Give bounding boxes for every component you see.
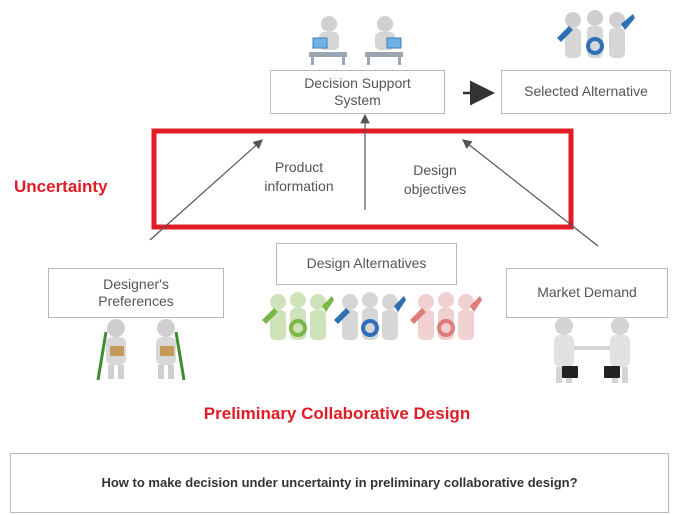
question-box: How to make decision under uncertainty i… <box>10 453 669 513</box>
design-objectives-label: Design objectives <box>403 162 467 197</box>
team-blue-icon <box>334 292 406 340</box>
market-demand-box: Market Demand <box>506 268 668 318</box>
uncertainty-label: Uncertainty <box>14 177 108 196</box>
team-green-icon <box>262 292 334 340</box>
team-tools-icon <box>557 10 635 58</box>
selected-alternative-box: Selected Alternative <box>501 70 671 114</box>
designer-to-dss-arrow <box>149 139 263 241</box>
decision-support-system-box: Decision Support System <box>270 70 445 114</box>
computer-users-icon <box>309 16 403 65</box>
uncertainty-frame <box>151 128 574 230</box>
product-information-label: Product information <box>264 159 334 194</box>
design-alternatives-box: Design Alternatives <box>276 243 457 285</box>
team-pink-icon <box>410 292 482 340</box>
pencil-designers-icon <box>96 319 186 381</box>
market-to-dss-arrow <box>462 139 599 247</box>
designers-preferences-box: Designer's Preferences <box>48 268 224 318</box>
preliminary-collaborative-design-title: Preliminary Collaborative Design <box>203 404 471 423</box>
business-handshake-icon <box>554 317 630 383</box>
